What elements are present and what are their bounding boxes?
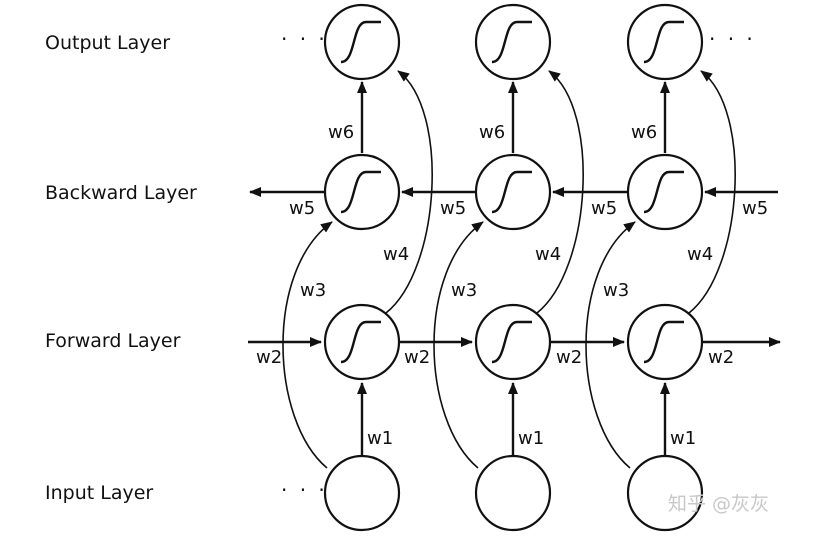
weight-label-w3-1: w3 (300, 280, 326, 301)
backward-node-1 (323, 153, 401, 231)
input-node-3 (626, 454, 704, 532)
weight-label-w2-1: w2 (256, 347, 282, 368)
input-to-backward-curve-2 (433, 221, 484, 469)
output-ellipsis-right: · · · (709, 27, 756, 51)
output-node-3 (626, 3, 704, 81)
watermark: 知乎 @灰灰 (668, 493, 770, 515)
weight-label-w6-2: w6 (479, 122, 505, 143)
forward-layer-label: Forward Layer (45, 330, 181, 352)
output-node-2 (474, 3, 552, 81)
weight-label-w6-3: w6 (631, 122, 657, 143)
forward-to-output-curve-3 (688, 70, 736, 314)
weight-label-w4-3: w4 (687, 244, 713, 265)
input-to-backward-curve-3 (585, 221, 636, 469)
forward-node-1 (323, 303, 401, 381)
input-to-backward-curve-1 (282, 221, 333, 469)
weight-label-w3-2: w3 (451, 280, 477, 301)
input-node-2 (474, 454, 552, 532)
weight-label-w6-1: w6 (328, 122, 354, 143)
output-node-1 (323, 3, 401, 81)
weight-label-w2-3: w2 (556, 347, 582, 368)
weight-label-w5-1: w5 (289, 198, 315, 219)
input-ellipsis-left: · · · (281, 478, 328, 502)
input-layer-label: Input Layer (45, 482, 154, 504)
backward-node-2 (474, 153, 552, 231)
forward-node-3 (626, 303, 704, 381)
weight-label-w1-1: w1 (367, 428, 393, 449)
forward-to-output-curve-2 (536, 70, 584, 314)
weight-label-w2-2: w2 (404, 347, 430, 368)
weight-label-w3-3: w3 (603, 280, 629, 301)
output-layer-label: Output Layer (45, 32, 171, 54)
backward-node-3 (626, 153, 704, 231)
weight-label-w1-2: w1 (518, 428, 544, 449)
weight-label-w5-4: w5 (742, 198, 768, 219)
weight-label-w1-3: w1 (670, 428, 696, 449)
weight-label-w4-2: w4 (535, 244, 561, 265)
forward-to-output-curve-1 (385, 70, 433, 314)
weight-label-w5-2: w5 (440, 198, 466, 219)
output-ellipsis-left: · · · (281, 27, 328, 51)
weight-label-w5-3: w5 (591, 198, 617, 219)
weight-label-w2-4: w2 (708, 347, 734, 368)
weight-label-w4-1: w4 (383, 244, 409, 265)
forward-node-2 (474, 303, 552, 381)
backward-layer-label: Backward Layer (45, 182, 197, 204)
input-node-1 (323, 454, 401, 532)
